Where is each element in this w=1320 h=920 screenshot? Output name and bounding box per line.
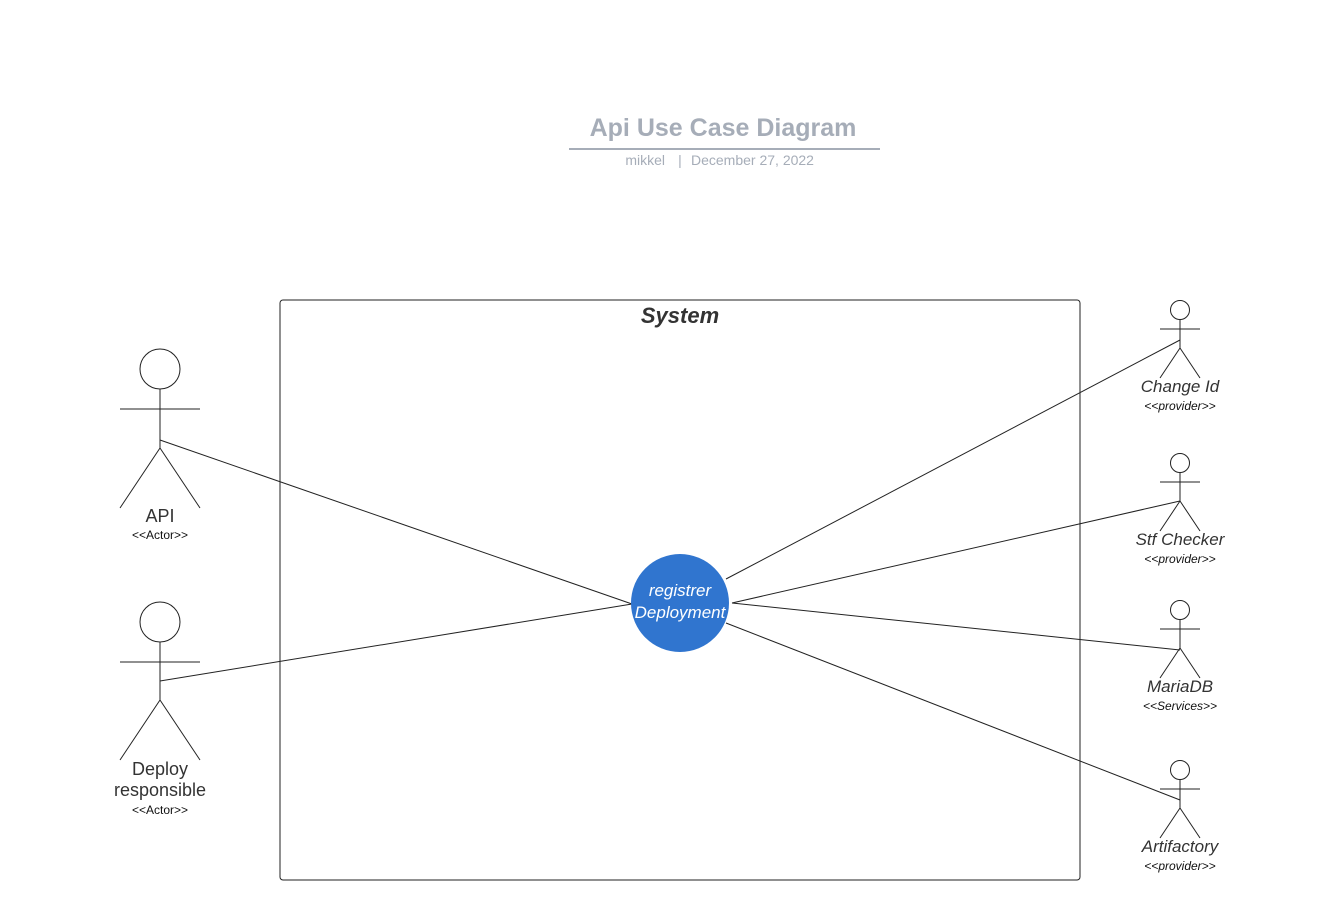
actor-deploy-responsible[interactable]: Deploy responsible <<Actor>> <box>114 601 206 817</box>
actor-stf-checker-name: Stf Checker <box>1136 530 1226 549</box>
actor-deploy-responsible-name-line2: responsible <box>114 780 206 800</box>
association-deploy-responsible[interactable] <box>159 603 633 682</box>
actor-mariadb-stereotype: <<Services>> <box>1143 699 1217 713</box>
actor-stf-checker-figure-icon <box>1159 453 1201 532</box>
actor-change-id-stereotype: <<provider>> <box>1144 399 1215 413</box>
diagram-title: Api Use Case Diagram <box>590 114 857 142</box>
actor-artifactory-stereotype: <<provider>> <box>1144 859 1215 873</box>
meta-separator: | <box>678 152 682 168</box>
actor-api-figure-icon <box>119 348 201 509</box>
actor-api-stereotype: <<Actor>> <box>132 528 188 542</box>
diagram-header: Api Use Case Diagram mikkel | December 2… <box>569 114 880 168</box>
actor-change-id[interactable]: Change Id <<provider>> <box>1141 300 1220 414</box>
actor-deploy-responsible-stereotype: <<Actor>> <box>132 803 188 817</box>
actor-deploy-responsible-name-line1: Deploy <box>132 759 188 779</box>
system-boundary[interactable]: System <box>279 299 1081 881</box>
actor-mariadb-figure-icon <box>1159 600 1201 679</box>
actor-change-id-figure-icon <box>1159 300 1201 379</box>
system-label: System <box>641 303 719 328</box>
system-boundary-box[interactable] <box>279 299 1081 881</box>
use-case-label-line1: registrer <box>649 581 713 600</box>
diagram-author: mikkel <box>625 152 665 168</box>
association-change-id[interactable] <box>725 339 1181 580</box>
association-stf-checker[interactable] <box>731 500 1181 604</box>
actor-artifactory-name: Artifactory <box>1141 837 1220 856</box>
actor-stf-checker-stereotype: <<provider>> <box>1144 552 1215 566</box>
use-case-label-line2: Deployment <box>635 603 727 622</box>
actor-mariadb-name: MariaDB <box>1147 677 1213 696</box>
actor-artifactory[interactable]: Artifactory <<provider>> <box>1141 760 1220 874</box>
actor-stf-checker[interactable]: Stf Checker <<provider>> <box>1136 453 1226 567</box>
actor-artifactory-figure-icon <box>1159 760 1201 839</box>
associations <box>159 339 1181 801</box>
actor-mariadb[interactable]: MariaDB <<Services>> <box>1143 600 1217 714</box>
association-mariadb[interactable] <box>731 602 1181 651</box>
association-artifactory[interactable] <box>725 622 1181 801</box>
use-case-ellipse[interactable] <box>631 554 729 652</box>
diagram-date: December 27, 2022 <box>691 152 814 168</box>
actor-api[interactable]: API <<Actor>> <box>119 348 201 542</box>
actor-api-name: API <box>145 506 174 526</box>
use-case-registrer-deployment[interactable]: registrer Deployment <box>631 554 729 652</box>
association-api[interactable] <box>159 439 633 605</box>
actor-deploy-responsible-figure-icon <box>119 601 201 761</box>
actor-change-id-name: Change Id <box>1141 377 1220 396</box>
